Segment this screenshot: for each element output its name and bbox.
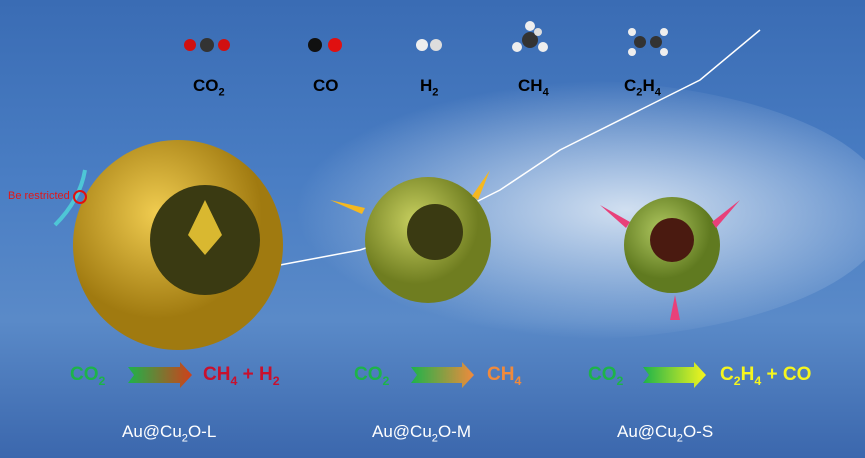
- prohibited-icon: [73, 190, 87, 204]
- h2-molecule-icon: [416, 39, 442, 51]
- reactant-l: CO2: [70, 364, 106, 388]
- inflow-arrows-medium: [330, 170, 490, 214]
- reaction-arrow-l: [128, 362, 192, 388]
- sphere-small: [624, 197, 720, 293]
- legend-ch4: CH4: [518, 76, 549, 99]
- restricted-label: Be restricted: [8, 190, 70, 202]
- sphere-large: [73, 140, 283, 350]
- product-m: CH4: [487, 364, 522, 388]
- reaction-arrow-m: [411, 362, 474, 388]
- reaction-arrow-s: [643, 362, 706, 388]
- catalyst-name-m: Au@Cu2O-M: [372, 422, 471, 445]
- legend-h2: H2: [420, 76, 439, 99]
- reactant-m: CO2: [354, 364, 390, 388]
- reactant-s: CO2: [588, 364, 624, 388]
- co-molecule-icon: [308, 38, 342, 52]
- cloud-glow: [230, 80, 865, 340]
- product-s: C2H4 + CO: [720, 364, 812, 388]
- legend-c2h4: C2H4: [624, 76, 661, 99]
- catalyst-name-s: Au@Cu2O-S: [617, 422, 714, 445]
- sphere-medium: [365, 177, 491, 303]
- ch4-molecule-icon: [512, 21, 548, 52]
- product-l: CH4 + H2: [203, 364, 280, 388]
- legend-co2: CO2: [193, 76, 225, 99]
- inflow-arrows-small: [600, 200, 740, 320]
- legend-co: CO: [313, 76, 339, 95]
- co2-molecule-icon: [184, 38, 230, 52]
- c2h4-molecule-icon: [628, 28, 668, 56]
- catalyst-name-l: Au@Cu2O-L: [122, 422, 217, 445]
